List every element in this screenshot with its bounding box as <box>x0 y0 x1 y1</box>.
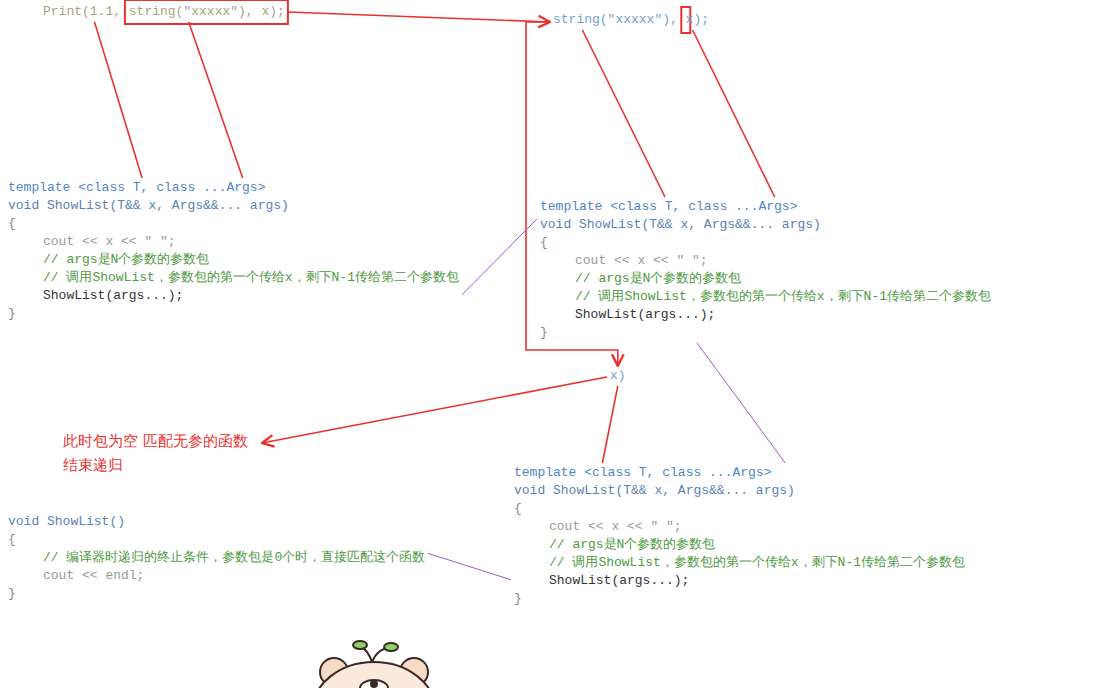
connector <box>693 30 775 197</box>
code-line: cout << x << " "; <box>8 233 459 251</box>
code-line: ShowList(args...); <box>514 572 965 590</box>
code-line: ShowList(args...); <box>8 287 459 305</box>
code-line: string("xxxxx"), x); <box>553 11 709 29</box>
code-line: { <box>8 215 459 233</box>
code-line: x) <box>610 367 626 385</box>
connector <box>428 553 511 579</box>
connector <box>262 377 607 443</box>
note-box: 此时包为空 匹配无参的函数 结束递归 <box>60 428 262 478</box>
code-line: template <class T, class ...Args> <box>540 198 991 216</box>
code-block: x) <box>607 366 629 386</box>
connector <box>697 343 785 463</box>
code-line: // 编译器时递归的终止条件，参数包是0个时，直接匹配这个函数 <box>8 549 425 567</box>
code-line: cout << x << " "; <box>540 252 991 270</box>
code-line: Print(1.1, string("xxxxx"), x); <box>43 3 285 21</box>
code-line: { <box>540 234 991 252</box>
code-line: cout << x << " "; <box>514 518 965 536</box>
connector <box>582 30 665 197</box>
code-line: // 调用ShowList，参数包的第一个传给x，剩下N-1传给第二个参数包 <box>514 554 965 572</box>
code-block: template <class T, class ...Args>void Sh… <box>537 197 994 343</box>
code-line: void ShowList(T&& x, Args&&... args) <box>514 482 965 500</box>
cartoon-bear <box>312 641 436 688</box>
code-line: ShowList(args...); <box>540 306 991 324</box>
code-block: template <class T, class ...Args>void Sh… <box>511 463 968 609</box>
code-line: void ShowList() <box>8 513 425 531</box>
code-line: template <class T, class ...Args> <box>514 464 965 482</box>
code-line: // 调用ShowList，参数包的第一个传给x，剩下N-1传给第二个参数包 <box>540 288 991 306</box>
connector <box>462 219 537 295</box>
code-block: void ShowList(){// 编译器时递归的终止条件，参数包是0个时，直… <box>5 512 428 604</box>
code-line: { <box>514 500 965 518</box>
code-line: // args是N个参数的参数包 <box>514 536 965 554</box>
code-line: } <box>540 324 991 342</box>
connector <box>602 386 617 463</box>
connector <box>189 22 243 178</box>
connector <box>288 12 550 22</box>
code-line: // 调用ShowList，参数包的第一个传给x，剩下N-1传给第二个参数包 <box>8 269 459 287</box>
connector <box>95 22 143 178</box>
code-block: string("xxxxx"), x); <box>550 10 712 30</box>
code-line: cout << endl; <box>8 567 425 585</box>
code-line: // args是N个参数的参数包 <box>540 270 991 288</box>
code-block: template <class T, class ...Args>void Sh… <box>5 178 462 324</box>
code-line: template <class T, class ...Args> <box>8 179 459 197</box>
code-line: } <box>514 590 965 608</box>
code-line: void ShowList(T&& x, Args&&... args) <box>8 197 459 215</box>
note-text: 此时包为空 匹配无参的函数 结束递归 <box>63 429 259 477</box>
code-block: Print(1.1, string("xxxxx"), x); <box>40 2 288 22</box>
code-line: } <box>8 305 459 323</box>
code-line: void ShowList(T&& x, Args&&... args) <box>540 216 991 234</box>
code-line: { <box>8 531 425 549</box>
code-line: // args是N个参数的参数包 <box>8 251 459 269</box>
code-line: } <box>8 585 425 603</box>
